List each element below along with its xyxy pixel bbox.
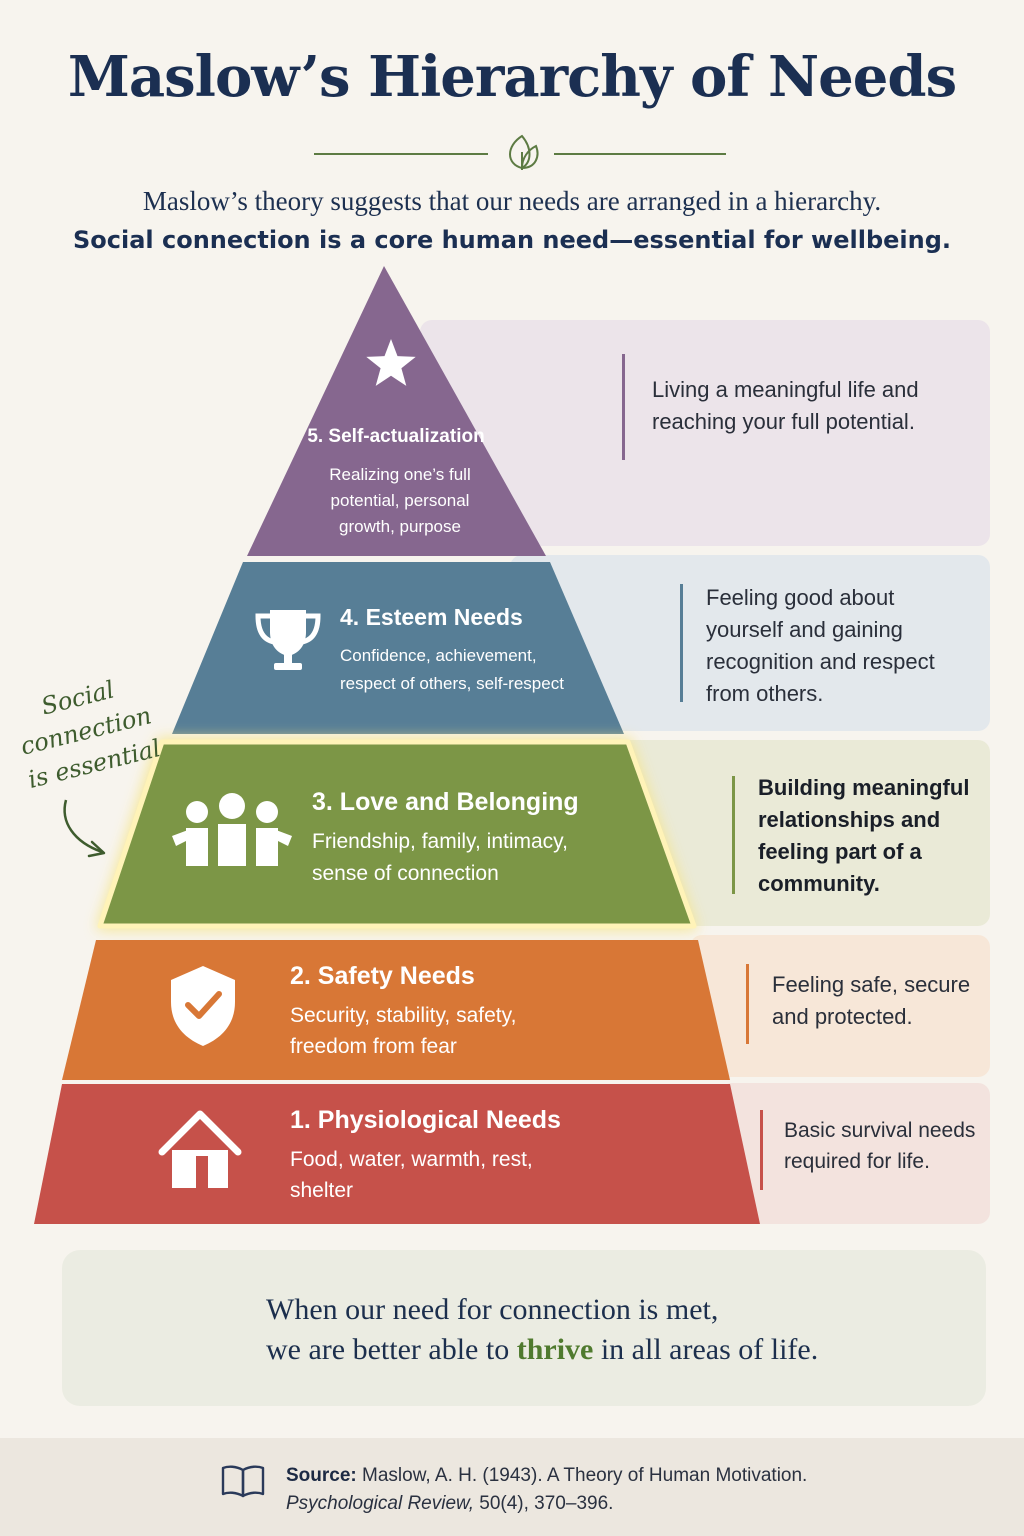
level4-desc-4: from others. <box>706 681 824 706</box>
level2-sub-1: Security, stability, safety, <box>290 1004 517 1027</box>
level5-desc-1: Living a meaningful life and <box>652 377 919 402</box>
conclusion-box <box>62 1250 986 1406</box>
book-icon <box>221 1465 265 1498</box>
level1-desc-bar <box>760 1110 763 1190</box>
level4-desc-2: yourself and gaining <box>706 617 903 642</box>
level3-desc-3: feeling part of a <box>758 839 922 864</box>
level3-desc-bar <box>732 776 735 894</box>
level5-sub-3: growth, purpose <box>339 517 461 536</box>
conclusion-line-2-end: in all areas of life. <box>593 1333 819 1366</box>
level5-sub-2: potential, personal <box>330 491 470 510</box>
page-title: Maslow’s Hierarchy of Needs <box>67 44 957 110</box>
level2-desc-bar <box>746 964 749 1044</box>
level3-desc-4: community. <box>758 871 880 896</box>
intro-highlight: Social connection is a core human need—e… <box>72 226 952 254</box>
panel-safety <box>690 935 990 1077</box>
level4-desc-bar <box>680 584 683 702</box>
level3-sub-2: sense of connection <box>312 862 499 885</box>
conclusion-line-1: When our need for connection is met, <box>266 1293 719 1326</box>
panel-physiological <box>720 1083 990 1224</box>
intro-text: Maslow’s theory suggests that our needs … <box>142 186 882 216</box>
level2-title: 2. Safety Needs <box>290 962 475 990</box>
level5-title: 5. Self-actualization <box>307 426 485 447</box>
level5-sub-1: Realizing one’s full <box>329 465 471 484</box>
tier-esteem <box>172 562 624 734</box>
leaf-icon <box>509 134 539 170</box>
level4-desc-3: recognition and respect <box>706 649 935 674</box>
source-citation: Source: Maslow, A. H. (1943). A Theory o… <box>286 1462 807 1518</box>
level1-title: 1. Physiological Needs <box>290 1106 561 1134</box>
tier-love-belonging <box>97 739 697 929</box>
level4-sub-2: respect of others, self-respect <box>340 674 564 693</box>
people-icon <box>172 793 292 866</box>
source-line-2: Psychological Review, 50(4), 370–396. <box>286 1490 807 1518</box>
pyramid <box>34 266 760 1224</box>
conclusion-line-2-start: we are better able to <box>266 1333 517 1366</box>
level5-desc-bar <box>622 354 625 460</box>
level2-desc-1: Feeling safe, secure <box>772 972 971 997</box>
level3-title: 3. Love and Belonging <box>312 788 579 816</box>
thrive-highlight: thrive <box>516 1333 594 1366</box>
conclusion-line-2: we are better able to thrive in all area… <box>266 1330 966 1370</box>
leaf-divider <box>314 134 726 170</box>
source-line-1: Source: Maslow, A. H. (1943). A Theory o… <box>286 1462 807 1490</box>
level3-desc-2: relationships and <box>758 807 941 832</box>
source-journal: Psychological Review, <box>286 1493 474 1514</box>
level5-desc-2: reaching your full potential. <box>652 409 915 434</box>
source-text: Maslow, A. H. (1943). A Theory of Human … <box>362 1465 808 1486</box>
level1-sub-1: Food, water, warmth, rest, <box>290 1148 533 1171</box>
level3-desc-1: Building meaningful <box>758 775 970 800</box>
level3-sub-1: Friendship, family, intimacy, <box>312 830 568 853</box>
shield-check-icon <box>171 966 235 1046</box>
level2-desc-2: and protected. <box>772 1004 913 1029</box>
tier-safety <box>62 940 730 1080</box>
footer <box>0 1438 1024 1536</box>
callout-arrow <box>63 799 103 854</box>
house-icon <box>158 1110 242 1188</box>
conclusion-text: When our need for connection is met, we … <box>266 1290 966 1370</box>
tier-self-actualization <box>247 266 546 556</box>
trophy-icon <box>255 610 321 670</box>
level1-desc-2: required for life. <box>784 1150 930 1173</box>
level4-title: 4. Esteem Needs <box>340 604 523 630</box>
star-icon <box>366 339 416 386</box>
level4-sub-1: Confidence, achievement, <box>340 646 537 665</box>
source-pages: 50(4), 370–396. <box>479 1493 614 1514</box>
level1-desc-1: Basic survival needs <box>784 1119 976 1142</box>
level4-desc-1: Feeling good about <box>706 585 895 610</box>
source-label: Source: <box>286 1465 357 1486</box>
tier-physiological <box>34 1084 760 1224</box>
level1-sub-2: shelter <box>290 1179 354 1202</box>
level2-sub-2: freedom from fear <box>290 1035 457 1058</box>
